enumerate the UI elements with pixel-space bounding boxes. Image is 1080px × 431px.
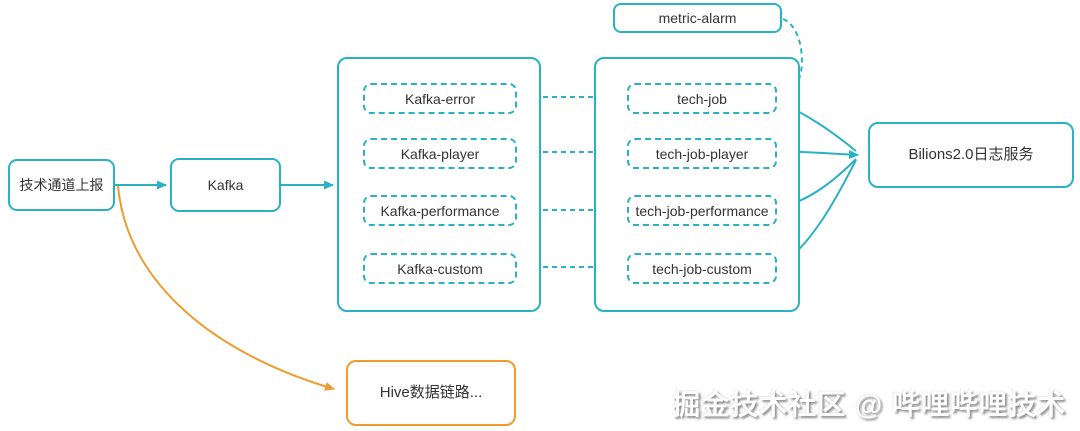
node-hive: Hive数据链路... <box>346 360 516 426</box>
node-metric-alarm: metric-alarm <box>613 3 782 33</box>
arrow-report-to-hive <box>117 185 335 391</box>
node-bilions-log-service: Bilions2.0日志服务 <box>868 122 1074 188</box>
node-report: 技术通道上报 <box>8 159 115 211</box>
node-tech-job-player: tech-job-player <box>627 138 777 169</box>
container-tech-jobs: tech-job tech-job-player tech-job-perfor… <box>594 57 800 312</box>
node-kafka-performance: Kafka-performance <box>363 195 517 226</box>
watermark-text: 掘金技术社区 @ 哔哩哔哩技术 <box>672 389 1066 420</box>
node-tech-job: tech-job <box>627 83 777 114</box>
node-kafka-player: Kafka-player <box>363 138 517 169</box>
node-kafka-custom: Kafka-custom <box>363 253 517 284</box>
node-kafka: Kafka <box>170 158 281 212</box>
node-tech-job-performance: tech-job-performance <box>627 195 777 226</box>
node-kafka-error: Kafka-error <box>363 83 517 114</box>
node-tech-job-custom: tech-job-custom <box>627 253 777 284</box>
container-kafka-topics: Kafka-error Kafka-player Kafka-performan… <box>337 57 541 312</box>
